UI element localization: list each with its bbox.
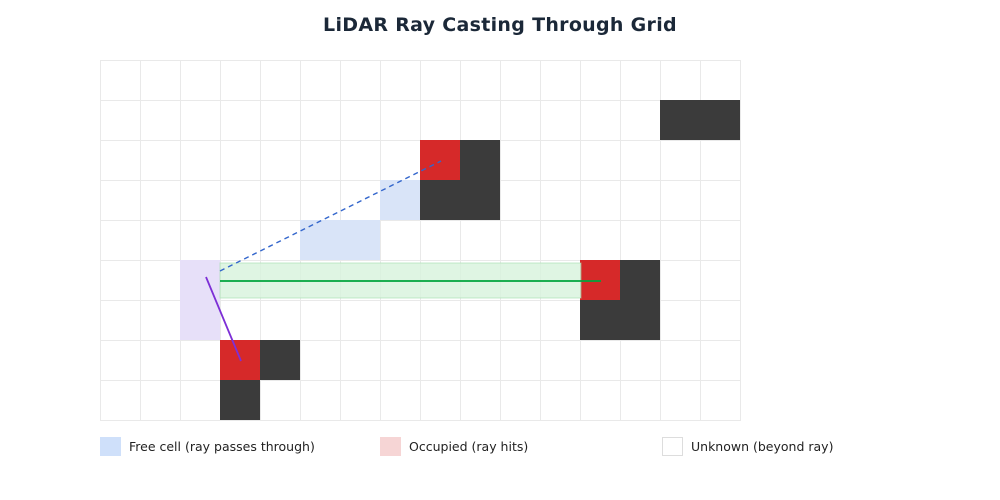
occupied-cell bbox=[460, 180, 500, 220]
hit-cell bbox=[420, 140, 460, 180]
occupied-cell bbox=[620, 300, 660, 340]
occupancy-grid bbox=[100, 60, 741, 421]
legend: Free cell (ray passes through) Occupied … bbox=[0, 434, 1000, 458]
occupied-cell bbox=[220, 380, 260, 420]
legend-item-free: Free cell (ray passes through) bbox=[100, 434, 315, 458]
sensor-cell bbox=[180, 260, 220, 300]
occupied-cell bbox=[660, 100, 700, 140]
legend-item-unknown: Unknown (beyond ray) bbox=[662, 434, 833, 458]
occupied-cell bbox=[580, 300, 620, 340]
hit-cell bbox=[220, 340, 260, 380]
legend-label-unknown: Unknown (beyond ray) bbox=[691, 438, 834, 454]
free-cell bbox=[380, 180, 420, 220]
free-cell bbox=[340, 220, 380, 260]
free-cell-swatch bbox=[100, 436, 121, 456]
hit-cell bbox=[580, 260, 620, 300]
occupied-cell bbox=[420, 180, 460, 220]
figure-title: LiDAR Ray Casting Through Grid bbox=[323, 14, 677, 36]
occupied-cell bbox=[260, 340, 300, 380]
free-cell bbox=[300, 220, 340, 260]
sensor-cell bbox=[180, 300, 220, 340]
legend-label-occupied: Occupied (ray hits) bbox=[409, 438, 529, 454]
unknown-swatch bbox=[662, 436, 683, 456]
occupied-cell bbox=[620, 260, 660, 300]
occupied-cell bbox=[700, 100, 740, 140]
legend-item-occupied: Occupied (ray hits) bbox=[380, 434, 528, 458]
occupied-swatch bbox=[380, 436, 401, 456]
occupied-cell bbox=[460, 140, 500, 180]
legend-label-free: Free cell (ray passes through) bbox=[129, 438, 315, 454]
